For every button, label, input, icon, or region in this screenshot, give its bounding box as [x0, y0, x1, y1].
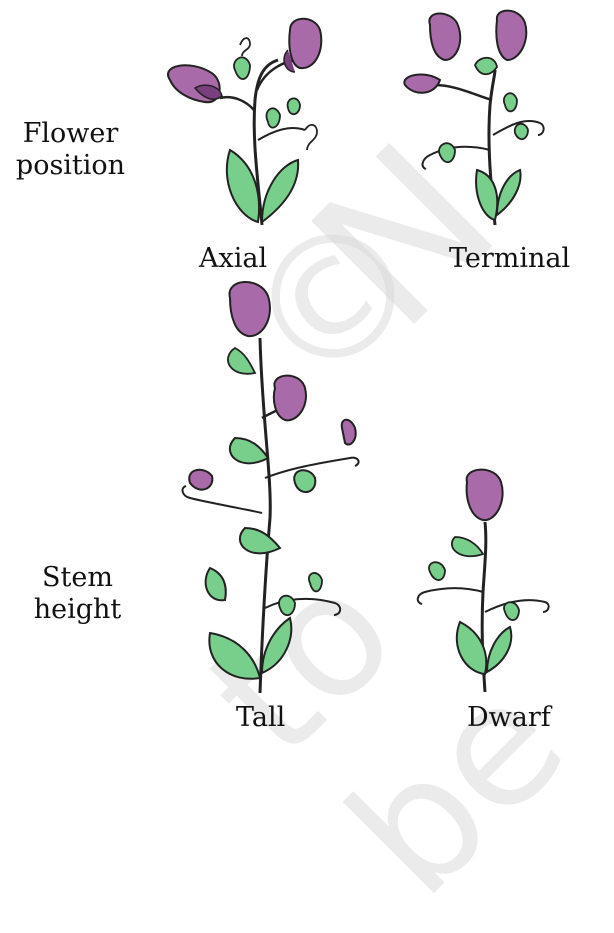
dwarf-plant-illustration — [405, 462, 565, 697]
terminal-plant-illustration — [395, 5, 595, 235]
caption-tall: Tall — [236, 703, 285, 733]
caption-terminal: Terminal — [449, 244, 570, 274]
caption-axial: Axial — [199, 244, 267, 274]
row-label-stem-height-line1: Stem — [20, 562, 135, 594]
tall-plant-illustration — [150, 278, 390, 698]
row-label-stem-height: Stem height — [20, 562, 135, 626]
axial-plant-illustration — [150, 10, 350, 240]
row-label-flower-position-line2: position — [8, 150, 133, 182]
row-label-flower-position: Flower position — [8, 118, 133, 182]
row-label-stem-height-line2: height — [20, 594, 135, 626]
row-label-flower-position-line1: Flower — [8, 118, 133, 150]
caption-dwarf: Dwarf — [467, 703, 551, 733]
